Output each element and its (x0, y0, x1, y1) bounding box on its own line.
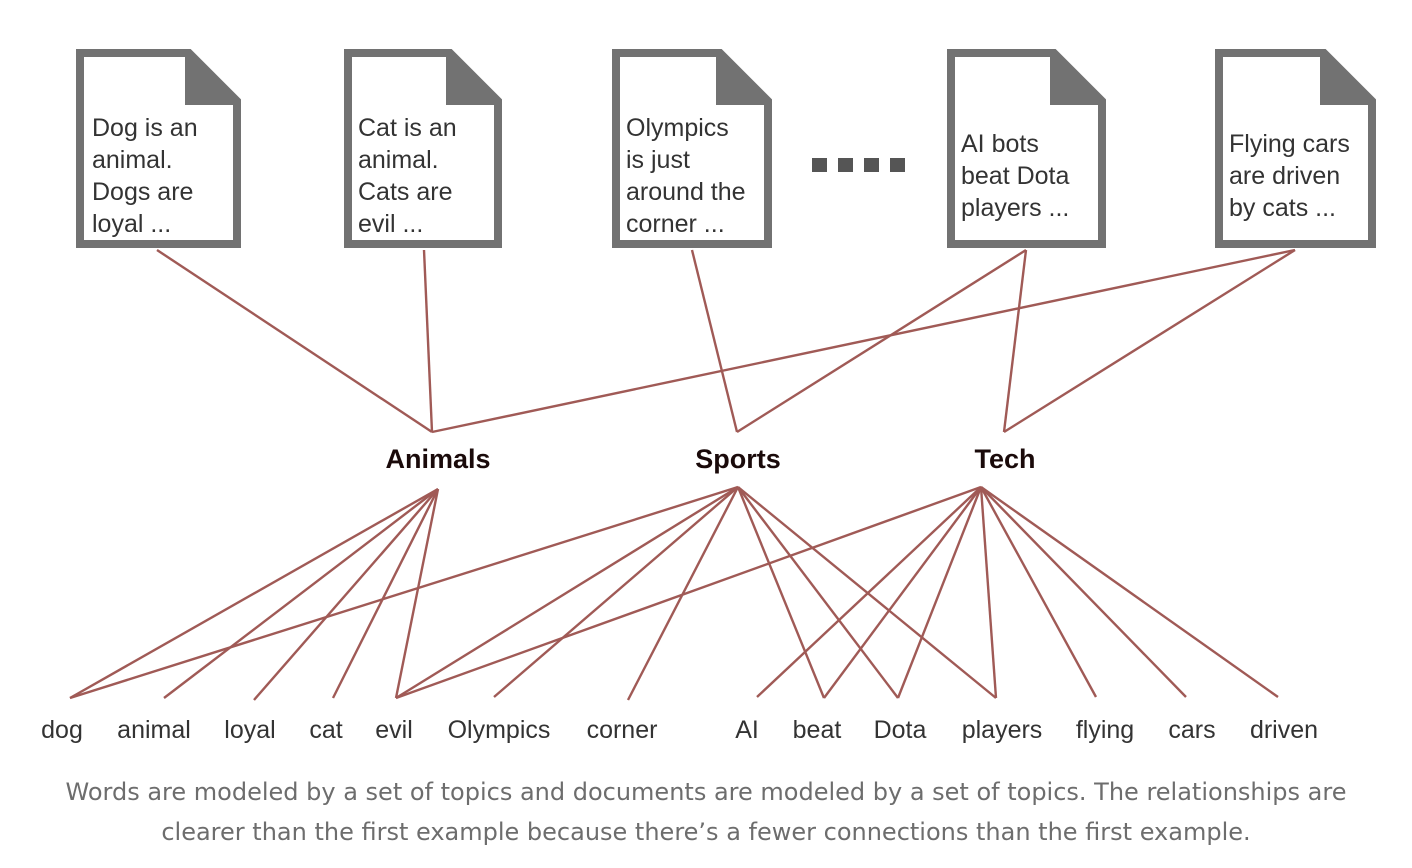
document-fold (446, 49, 502, 105)
document-text-line: animal. (358, 146, 439, 174)
document-text-line: Olympics (626, 114, 729, 142)
document-doc5: Flying cars are driven by cats ... (1215, 49, 1376, 248)
edge-doc2-animals (422, 249, 434, 433)
document-text-line: animal. (92, 146, 173, 174)
word-cars: cars (1168, 716, 1215, 744)
document-fold (185, 49, 241, 105)
edge-doc5-tech (1003, 248, 1296, 434)
edge-tech-flying (979, 486, 1098, 698)
word-cat: cat (309, 716, 342, 744)
edge-sports-dota (737, 486, 899, 699)
edge-doc4-sports (736, 248, 1027, 434)
edge-tech-beat (823, 486, 982, 699)
word-evil: evil (375, 716, 413, 744)
edge-doc4-tech (1002, 249, 1028, 433)
document-doc1: Dog is an animal. Dogs are loyal ... (76, 49, 241, 248)
edge-sports-evil (395, 485, 739, 700)
edge-sports-olympics (493, 486, 739, 698)
edge-animals-dog (69, 487, 439, 700)
edge-tech-ai (756, 486, 982, 698)
edge-sports-beat (736, 486, 826, 699)
ellipsis-dot (812, 158, 827, 172)
document-text-line: beat Dota (961, 162, 1070, 190)
document-text-line: by cats ... (1229, 194, 1336, 222)
topics-layer: Animals Sports Tech (385, 444, 1035, 474)
document-text-line: evil ... (358, 210, 423, 238)
word-dota: Dota (874, 716, 927, 744)
ellipsis-dot (890, 158, 905, 172)
document-text-line: around the (626, 178, 746, 206)
ellipsis-dots (812, 158, 905, 172)
edge-tech-evil (395, 485, 982, 700)
edge-doc5-animals (431, 248, 1296, 434)
document-text-line: Dog is an (92, 114, 198, 142)
document-fold (1050, 49, 1106, 105)
edge-animals-evil (394, 488, 440, 699)
document-text-line: AI bots (961, 130, 1039, 158)
edge-tech-players (979, 486, 998, 699)
document-text-line: is just (626, 146, 690, 174)
words-layer: dog animal loyal cat evil Olympics corner AI bea… (41, 716, 1318, 744)
document-text-line: Cat is an (358, 114, 457, 142)
document-text-line: corner ... (626, 210, 725, 238)
figure-caption: Words are modeled by a set of topics and… (0, 772, 1412, 852)
word-animal: animal (117, 716, 191, 744)
word-driven: driven (1250, 716, 1318, 744)
word-beat: beat (793, 716, 842, 744)
document-text-line: players ... (961, 194, 1069, 222)
word-ai: AI (735, 716, 759, 744)
edge-animals-loyal (253, 488, 439, 701)
caption-line-1: Words are modeled by a set of topics and… (65, 778, 1347, 806)
word-loyal: loyal (224, 716, 275, 744)
topic-tech: Tech (974, 444, 1035, 474)
edge-tech-cars (980, 486, 1187, 698)
document-text-line: are driven (1229, 162, 1340, 190)
document-text-line: Flying cars (1229, 130, 1350, 158)
edge-doc3-sports (690, 249, 739, 433)
document-fold (1320, 49, 1376, 105)
ellipsis-dot (864, 158, 879, 172)
word-players: players (962, 716, 1043, 744)
edge-animals-animal (163, 488, 439, 699)
edge-doc1-animals (156, 248, 433, 434)
edge-tech-driven (980, 486, 1279, 698)
topic-animals: Animals (385, 444, 490, 474)
document-text-line: Dogs are (92, 178, 193, 206)
document-doc3: Olympics is just around the corner ... (612, 49, 772, 248)
word-olympics: Olympics (448, 716, 551, 744)
edge-animals-cat (331, 488, 440, 699)
topic-sports: Sports (695, 444, 781, 474)
document-text-line: Cats are (358, 178, 452, 206)
edge-tech-dota (896, 486, 983, 699)
document-doc2: Cat is an animal. Cats are evil ... (344, 49, 502, 248)
documents-layer: Dog is an animal. Dogs are loyal ... Cat is … (76, 49, 1376, 248)
document-fold (716, 49, 772, 105)
ellipsis-dot (838, 158, 853, 172)
caption-line-2: clearer than the first example because t… (161, 818, 1251, 846)
document-doc4: AI bots beat Dota players ... (947, 49, 1106, 248)
topic-model-diagram: Dog is an animal. Dogs are loyal ... Cat is … (41, 49, 1376, 744)
word-dog: dog (41, 716, 83, 744)
word-corner: corner (587, 716, 658, 744)
edge-sports-dog (69, 485, 739, 700)
word-flying: flying (1076, 716, 1134, 744)
document-text-line: loyal ... (92, 210, 171, 238)
edges-layer (69, 248, 1296, 701)
